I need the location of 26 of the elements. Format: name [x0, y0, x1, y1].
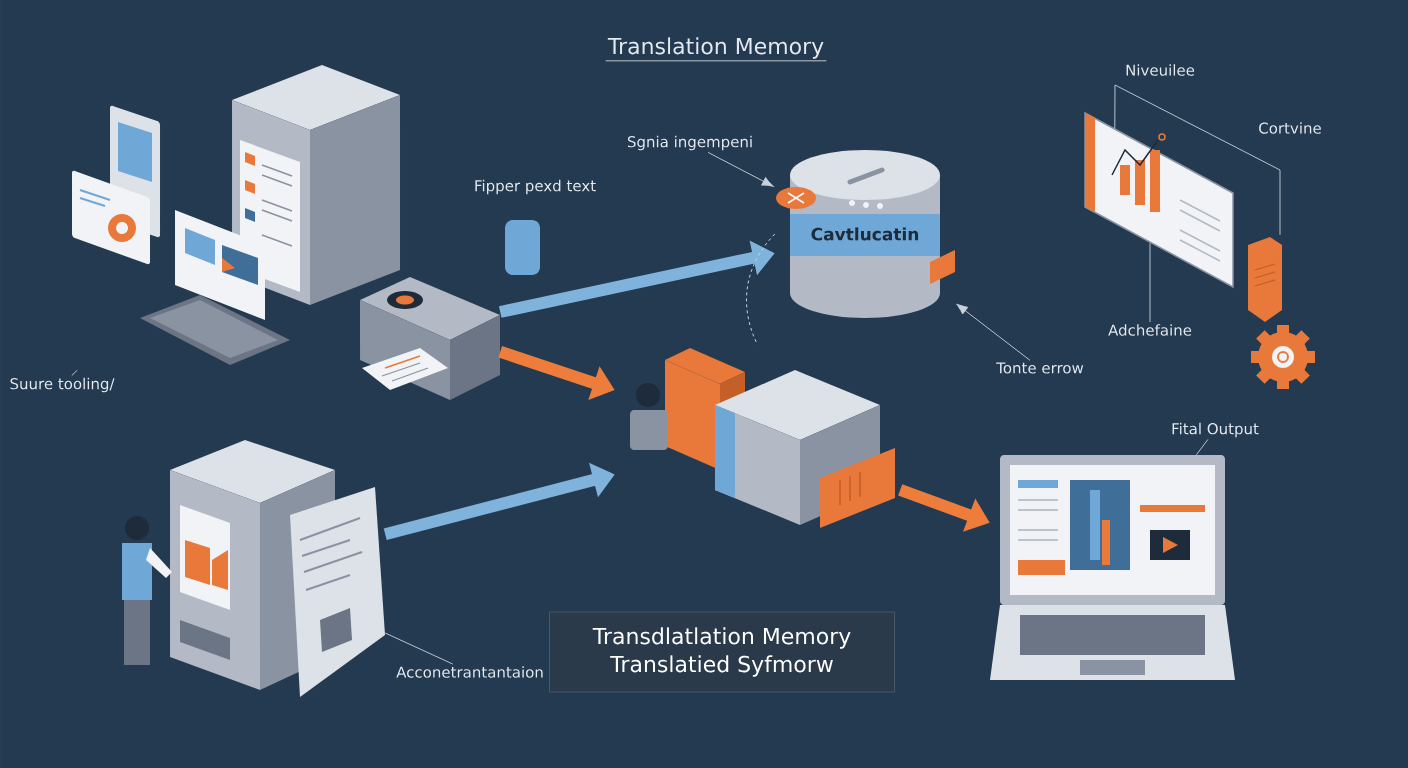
document-kiosk-drawing [122, 440, 385, 697]
leader-line [1195, 439, 1209, 456]
callout-label: Niveuilee [1126, 64, 1195, 76]
leader-line [1149, 242, 1151, 323]
callout-label: Fipper pexd text [475, 179, 596, 195]
arrow [956, 303, 1031, 361]
tag-and-gear-drawing [1248, 237, 1315, 389]
leader-line [384, 632, 454, 665]
dashed-connector [746, 233, 776, 346]
callout-label: Cortvine [1259, 122, 1321, 134]
callout-label: Fital Output [1172, 422, 1259, 438]
callout-label: Tonte errow [996, 362, 1084, 374]
laptop-drawing [990, 455, 1235, 680]
callout-label: Adchefaine [1108, 324, 1192, 336]
callout-label: Sgnia ingempeni [627, 135, 752, 151]
workstation-drawing [72, 65, 400, 365]
leader-line [71, 369, 78, 376]
callout-label: Acconetrantantaion [396, 666, 543, 678]
processing-server-drawing [630, 348, 895, 528]
callout-label: Suure tooling/ [10, 377, 115, 393]
title: Translation Memory [605, 37, 827, 62]
leader-line [1114, 84, 1281, 236]
arrow [707, 152, 774, 187]
caption-box: Transdlatlation Memory Translatied Syfmorw [549, 611, 895, 693]
database-cylinder: Cavtlucatin [776, 150, 955, 318]
printer-drawing [360, 277, 500, 400]
